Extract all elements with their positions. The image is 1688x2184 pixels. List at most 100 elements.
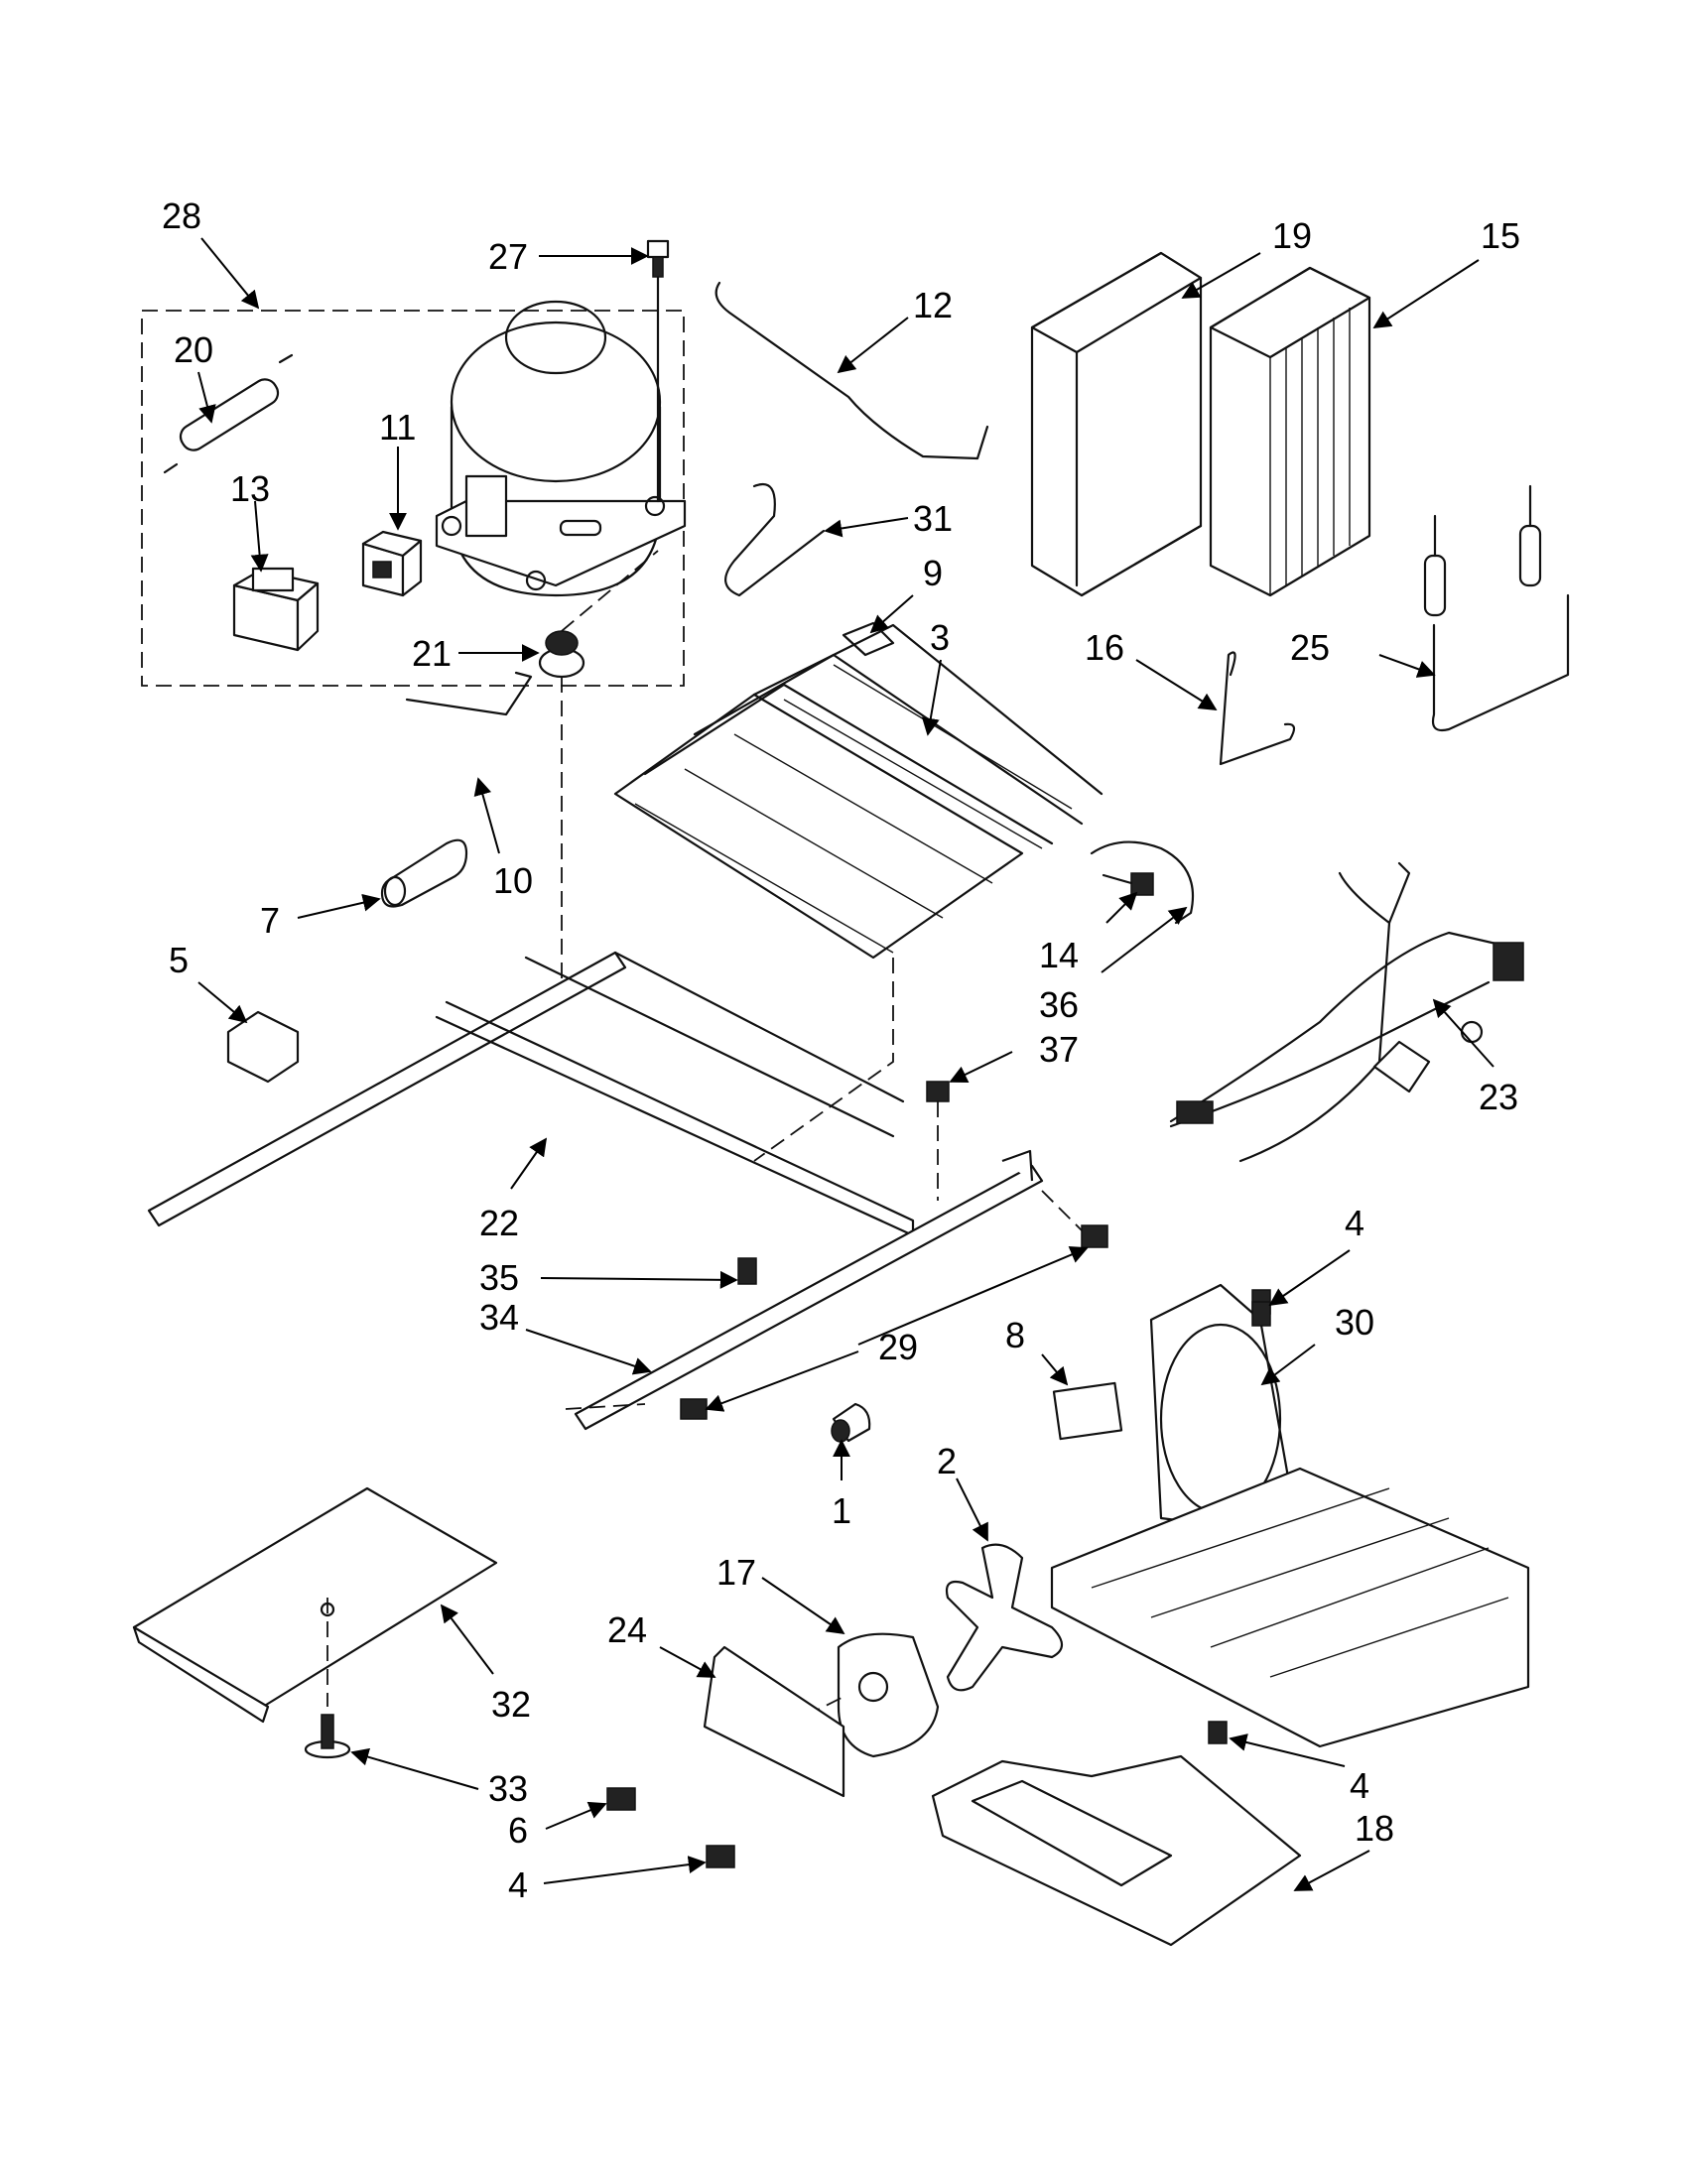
clip-16-part — [1219, 651, 1296, 766]
callout-5: 5 — [169, 940, 189, 980]
callout-17: 17 — [716, 1552, 756, 1593]
leader-18 — [1293, 1850, 1370, 1891]
overload-part — [361, 530, 423, 597]
callout-25: 25 — [1290, 627, 1330, 668]
callout-34: 34 — [479, 1297, 519, 1338]
clamp-5-part — [226, 1010, 300, 1084]
leader-2 — [956, 1477, 988, 1542]
callout-31: 31 — [913, 498, 953, 539]
tube-assembly-25-part — [1423, 484, 1570, 732]
leader-4a — [1268, 1249, 1351, 1307]
leader-5 — [197, 981, 248, 1024]
leader-3 — [921, 659, 942, 736]
callout-27: 27 — [488, 236, 528, 277]
callout-9: 9 — [923, 553, 943, 593]
callout-6: 6 — [508, 1810, 528, 1851]
screw-6-part — [606, 1787, 636, 1811]
leader-16 — [1135, 659, 1218, 710]
evaporator-15-part — [1209, 266, 1371, 597]
callout-32: 32 — [491, 1684, 531, 1725]
tube-12-part — [714, 281, 989, 460]
callout-16: 16 — [1085, 627, 1124, 668]
callout-2: 2 — [937, 1441, 957, 1481]
relay-part — [232, 567, 320, 652]
drain-pan-18-part — [931, 1754, 1302, 1947]
base-pan-part — [1050, 1467, 1530, 1748]
leader-22 — [510, 1137, 548, 1190]
leader-30 — [1260, 1344, 1316, 1386]
callout-13: 13 — [230, 468, 270, 509]
leader-29 — [857, 1246, 1089, 1346]
compressor-part — [435, 251, 687, 597]
callout-33: 33 — [488, 1768, 528, 1809]
condenser-coil-3-part — [613, 623, 1104, 1162]
screw-4-upper-part — [1251, 1301, 1271, 1327]
callout-21: 21 — [412, 633, 452, 674]
leader-4b — [1229, 1734, 1346, 1767]
leader-17 — [761, 1577, 845, 1635]
leader-14 — [1105, 891, 1138, 924]
callout-4b: 4 — [1350, 1765, 1369, 1806]
leader-23 — [1432, 998, 1494, 1068]
leader-37 — [949, 1051, 1013, 1084]
leader-20 — [197, 371, 216, 424]
callout-15: 15 — [1481, 215, 1520, 256]
callout-37: 37 — [1039, 1029, 1079, 1070]
callout-29: 29 — [878, 1327, 918, 1367]
leader-6 — [545, 1801, 607, 1830]
leader-29b — [705, 1350, 859, 1412]
leader-24 — [659, 1646, 716, 1678]
screw-35-part — [737, 1257, 757, 1285]
callout-1: 1 — [832, 1490, 851, 1531]
callout-22: 22 — [479, 1203, 519, 1243]
leader-8 — [1041, 1353, 1069, 1386]
callout-12: 12 — [913, 285, 953, 325]
leader-25 — [1378, 654, 1436, 678]
bracket-24-part — [703, 1645, 845, 1798]
callout-7: 7 — [260, 900, 280, 941]
leader-35 — [540, 1270, 738, 1289]
callout-24: 24 — [607, 1609, 647, 1650]
callout-3: 3 — [930, 617, 950, 658]
leader-28 — [200, 237, 260, 310]
screw-4-lower-part — [706, 1845, 735, 1868]
cover-panel-32-part — [132, 1486, 498, 1724]
bracket-36-part — [1090, 840, 1195, 925]
callout-23: 23 — [1479, 1077, 1518, 1117]
callout-18: 18 — [1355, 1808, 1394, 1849]
fastener-33-part — [304, 1714, 351, 1759]
callout-labels: 1 2 3 4 4 4 5 6 7 8 9 10 11 12 13 14 15 … — [162, 195, 1520, 1905]
callout-19: 19 — [1272, 215, 1312, 256]
drier-part — [163, 353, 294, 474]
tube-31-part — [724, 483, 826, 597]
screw-29-part — [680, 1190, 1108, 1420]
callout-4a: 4 — [1345, 1203, 1364, 1243]
leader-9 — [869, 594, 914, 634]
callout-36: 36 — [1039, 984, 1079, 1025]
leader-15 — [1372, 259, 1480, 328]
leader-10 — [473, 777, 500, 854]
leader-lines — [197, 237, 1494, 1891]
leader-34 — [525, 1329, 652, 1375]
fan-motor-17-part — [783, 1632, 940, 1758]
leader-4c — [543, 1856, 707, 1884]
compressor-kit-boundary — [141, 310, 685, 687]
screw-37-part — [926, 1081, 950, 1201]
callout-8: 8 — [1005, 1315, 1025, 1355]
leader-31 — [824, 517, 909, 538]
label-8-part — [1052, 1381, 1123, 1441]
leader-33 — [350, 1747, 479, 1790]
rail-34-part — [565, 1149, 1044, 1431]
callout-28: 28 — [162, 195, 201, 236]
frame-22-part — [147, 951, 915, 1237]
callout-14: 14 — [1039, 935, 1079, 975]
bolt-27-part — [646, 239, 670, 278]
wire-harness-23-part — [1169, 861, 1524, 1163]
wire-10-part — [405, 671, 533, 716]
callout-20: 20 — [174, 329, 213, 370]
leader-13 — [250, 500, 269, 573]
callout-4c: 4 — [508, 1864, 528, 1905]
leader-7 — [297, 893, 381, 919]
